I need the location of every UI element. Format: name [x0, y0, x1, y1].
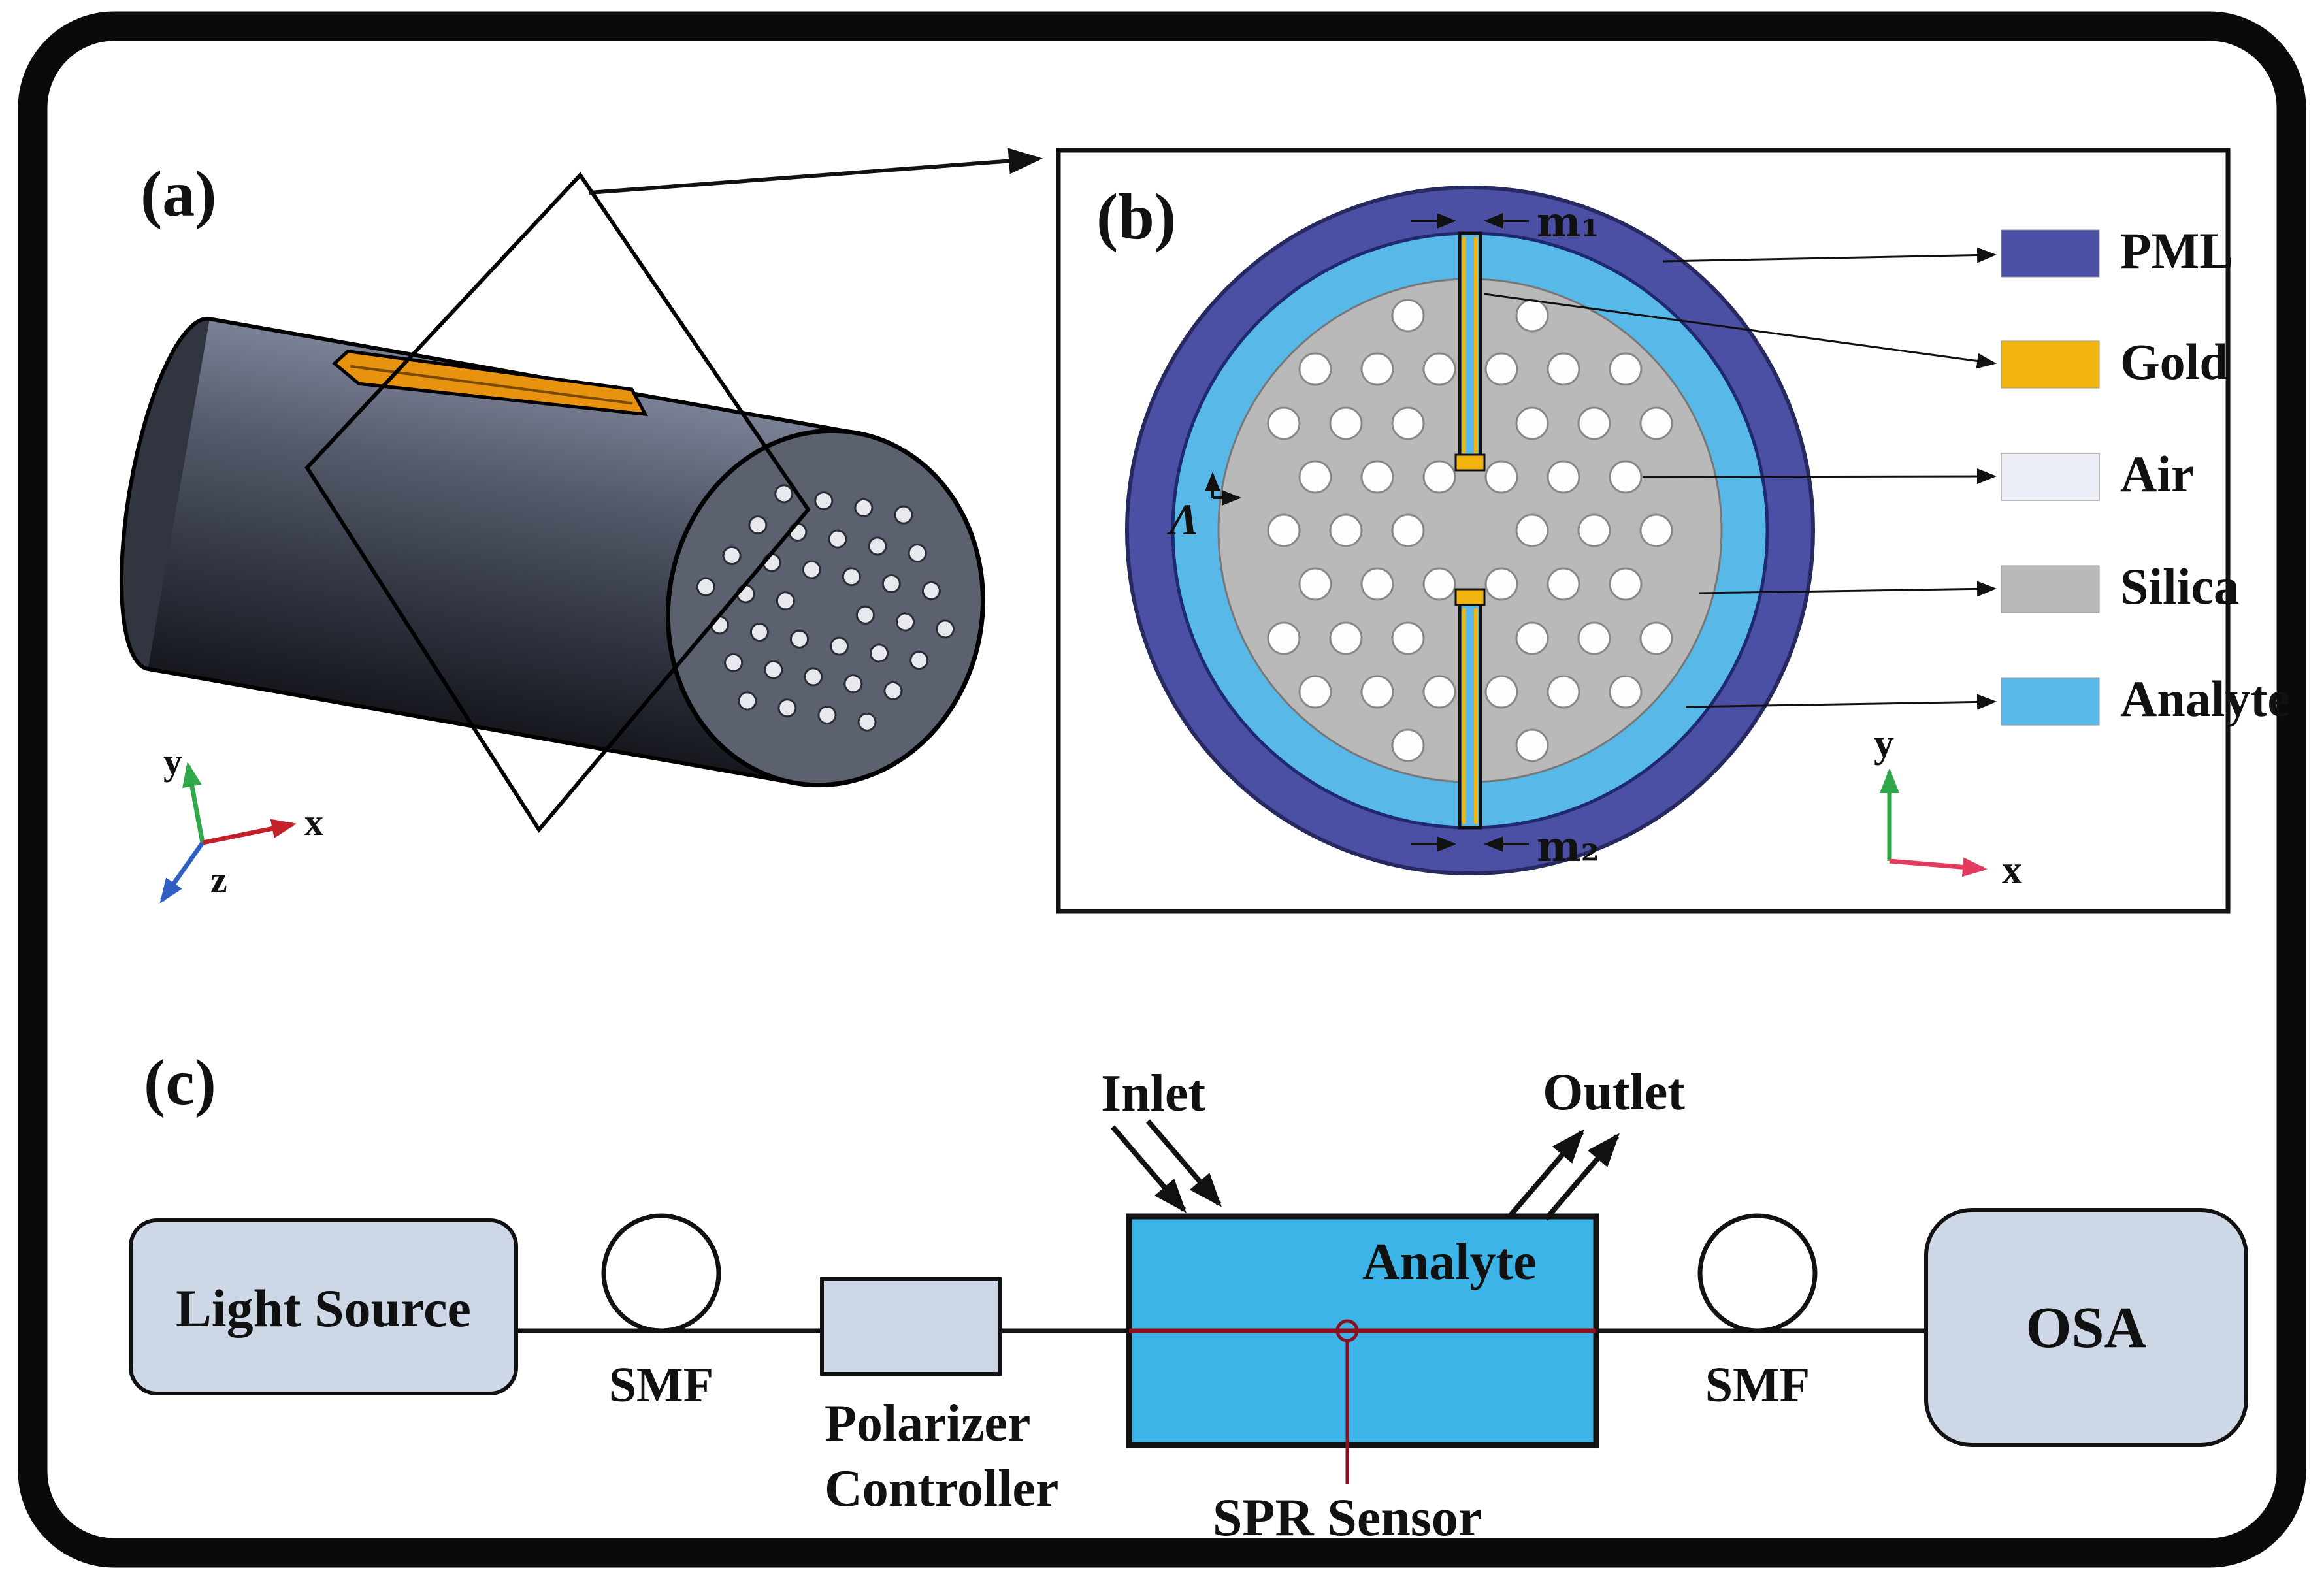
silica-leader-line	[1698, 581, 1997, 597]
analyte-swatch	[2001, 677, 2100, 726]
legend-item-gold: Gold	[2001, 333, 2228, 390]
gold-leader-line	[1484, 293, 1997, 369]
air-leader-line	[1642, 468, 1997, 485]
legend-item-air: Air	[2001, 446, 2194, 502]
polarizer-label-line2: Controller	[825, 1460, 1058, 1518]
axis-y-label: y	[1874, 721, 1894, 766]
smf-left-label: SMF	[609, 1358, 713, 1412]
polarizer-label-line1: Polarizer	[825, 1395, 1030, 1452]
m2-label: m₂	[1537, 822, 1599, 871]
cut-plane-outline	[304, 172, 811, 834]
smf-loop-left	[601, 1213, 721, 1333]
axes-panel-b: y x	[1874, 721, 2022, 892]
polarizer-controller-box	[820, 1277, 1002, 1376]
panel-b-label: (b)	[1096, 180, 1176, 253]
y-axis-arrow	[182, 762, 205, 843]
fiber-cross-section: m₁ m₂ Λ	[1125, 186, 1815, 875]
x-axis-arrow	[202, 819, 297, 845]
silica-swatch	[2001, 565, 2100, 613]
analyte-leader-line	[1685, 694, 1997, 710]
pml-leader-line	[1662, 247, 1997, 263]
experimental-setup: Light Source SMF Polarizer Controller An…	[129, 1064, 2248, 1547]
inlet-arrow-2	[1145, 1119, 1222, 1207]
pml-swatch	[2001, 229, 2100, 278]
legend-item-analyte: Analyte	[2001, 670, 2290, 727]
pitch-label: Λ	[1167, 495, 1199, 544]
outlet-label: Outlet	[1543, 1064, 1685, 1121]
axis-x-label: x	[304, 801, 323, 843]
legend: PML Gold Air Silica Analyte	[1484, 222, 2290, 727]
legend-item-pml: PML	[2001, 222, 2233, 279]
light-source-label: Light Source	[176, 1278, 471, 1338]
axis-y-label: y	[163, 740, 182, 783]
air-legend-label: Air	[2120, 446, 2194, 502]
air-holes	[1267, 299, 1673, 762]
legend-item-silica: Silica	[2001, 558, 2239, 615]
osa-label: OSA	[2025, 1295, 2146, 1360]
smf-right-label: SMF	[1705, 1358, 1810, 1412]
spr-sensor-label: SPR Sensor	[1213, 1488, 1482, 1547]
panel-c-label: (c)	[144, 1046, 216, 1118]
zoom-arrow	[589, 148, 1043, 195]
gold-stripe	[332, 350, 649, 417]
analyte-legend-label: Analyte	[2120, 670, 2290, 727]
axes-panel-a: y x z	[159, 740, 323, 903]
air-swatch	[2001, 453, 2100, 501]
gold-legend-label: Gold	[2120, 333, 2228, 390]
z-axis-arrow	[159, 841, 205, 903]
x-axis-arrow	[1889, 857, 1988, 877]
gold-slot-top	[1454, 231, 1486, 472]
axis-z-label: z	[210, 858, 227, 901]
silica-legend-label: Silica	[2120, 558, 2239, 615]
light-source-box	[129, 1218, 518, 1395]
inlet-arrow-1	[1110, 1125, 1187, 1213]
gold-slot-bottom	[1454, 588, 1486, 830]
smf-loop-right	[1697, 1213, 1818, 1333]
osa-box	[1924, 1208, 2248, 1447]
gold-swatch	[2001, 340, 2100, 389]
m1-label: m₁	[1537, 198, 1599, 247]
analyte-chamber-label: Analyte	[1362, 1233, 1537, 1291]
pml-legend-label: PML	[2120, 222, 2233, 279]
outlet-arrow-1	[1508, 1129, 1584, 1217]
outlet-arrow-2	[1543, 1133, 1620, 1221]
fiber-3d	[119, 316, 985, 788]
axis-x-label: x	[2002, 848, 2022, 892]
inlet-label: Inlet	[1101, 1065, 1205, 1122]
panel-a-label: (a)	[140, 157, 217, 230]
